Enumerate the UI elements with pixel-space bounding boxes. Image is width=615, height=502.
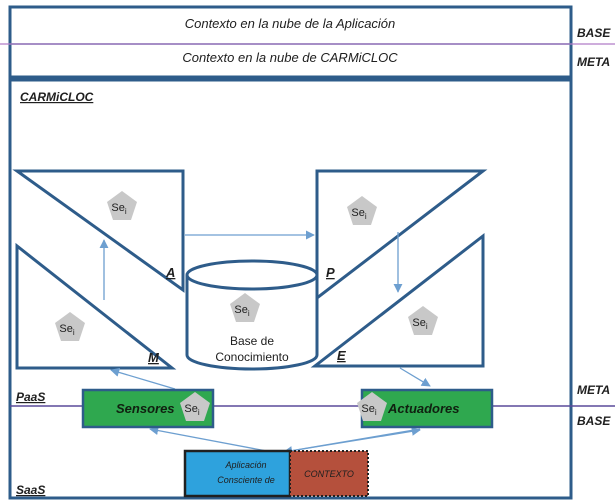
analyze-letter: A bbox=[165, 265, 175, 280]
app-context-title: Contexto en la nube de la Aplicación bbox=[185, 16, 396, 31]
se-pentagon: Sei bbox=[107, 191, 137, 220]
level-meta-top: META bbox=[577, 55, 610, 69]
context-box bbox=[289, 450, 369, 497]
se-text: Se bbox=[351, 207, 364, 219]
knowledge-base-top bbox=[185, 259, 319, 291]
svg-text:Sei: Sei bbox=[412, 317, 427, 331]
svg-text:Sei: Sei bbox=[234, 304, 249, 318]
se-text: Se bbox=[361, 403, 374, 415]
carmicloc-context-title: Contexto en la nube de CARMiCLOC bbox=[182, 50, 398, 65]
se-pentagon: Sei bbox=[55, 312, 85, 341]
monitor-letter: M bbox=[148, 350, 160, 365]
monitor-triangle bbox=[15, 242, 177, 370]
se-text: Se bbox=[234, 304, 247, 316]
se-subscript: i bbox=[73, 328, 75, 337]
execute-triangle bbox=[310, 232, 485, 368]
paas-label: PaaS bbox=[16, 390, 45, 404]
se-pentagon: Sei bbox=[230, 293, 260, 322]
svg-text:Sei: Sei bbox=[111, 202, 126, 216]
arrow-app-to-sensors bbox=[149, 426, 273, 453]
se-subscript: i bbox=[375, 408, 377, 417]
arrow-app-to-actuators bbox=[283, 426, 421, 453]
arrow-execute-to-actuators bbox=[399, 367, 431, 387]
svg-text:Sei: Sei bbox=[59, 323, 74, 337]
application-line-1: Aplicación bbox=[224, 460, 266, 470]
se-subscript: i bbox=[125, 207, 127, 216]
svg-text:Sei: Sei bbox=[184, 403, 199, 417]
se-text: Se bbox=[59, 323, 72, 335]
level-base-bottom: BASE bbox=[577, 414, 611, 428]
sensors-label: Sensores bbox=[116, 401, 175, 416]
se-pentagon: Sei bbox=[408, 306, 438, 335]
level-meta-bottom: META bbox=[577, 383, 610, 397]
context-label: CONTEXTO bbox=[304, 469, 354, 479]
level-base-top: BASE bbox=[577, 26, 611, 40]
se-text: Se bbox=[111, 202, 124, 214]
se-subscript: i bbox=[198, 408, 200, 417]
plan-letter: P bbox=[326, 265, 335, 280]
knowledge-line-1: Base de bbox=[230, 334, 274, 348]
se-text: Se bbox=[184, 403, 197, 415]
svg-text:Sei: Sei bbox=[361, 403, 376, 417]
svg-text:Sei: Sei bbox=[351, 207, 366, 221]
se-pentagon: Sei bbox=[347, 196, 377, 225]
application-box bbox=[183, 449, 292, 498]
actuators-label: Actuadores bbox=[387, 401, 460, 416]
se-text: Se bbox=[412, 317, 425, 329]
execute-letter: E bbox=[337, 348, 346, 363]
knowledge-line-2: Conocimiento bbox=[215, 350, 289, 364]
se-subscript: i bbox=[248, 309, 250, 318]
carmicloc-title: CARMiCLOC bbox=[20, 90, 94, 104]
se-pentagon: Sei bbox=[357, 392, 387, 421]
analyze-triangle bbox=[12, 169, 185, 293]
header-frame bbox=[8, 5, 573, 79]
application-line-2: Consciente de bbox=[217, 475, 275, 485]
se-subscript: i bbox=[365, 212, 367, 221]
saas-label: SaaS bbox=[16, 483, 45, 497]
se-subscript: i bbox=[426, 322, 428, 331]
se-pentagon: Sei bbox=[180, 392, 210, 421]
arrow-sensors-to-monitor bbox=[110, 367, 176, 390]
